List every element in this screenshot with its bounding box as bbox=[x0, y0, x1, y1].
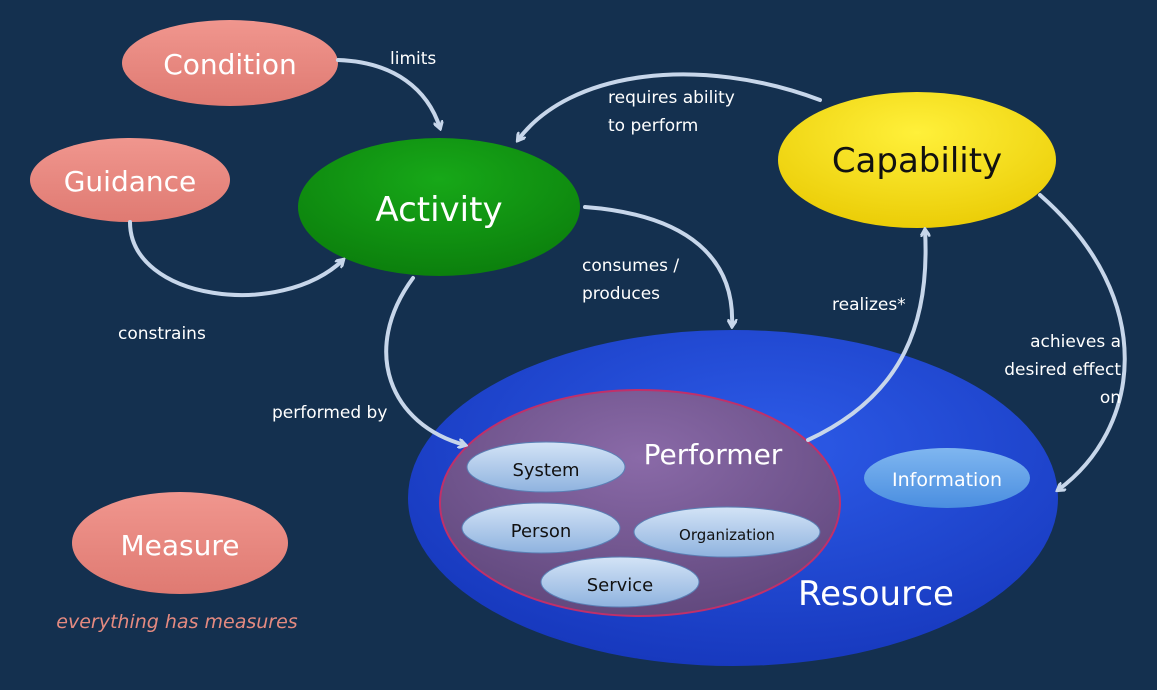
condition-node bbox=[122, 20, 338, 106]
guidance-node bbox=[30, 138, 230, 222]
achieves-label-line2: desired effect bbox=[1004, 360, 1121, 380]
requires-label-line2: to perform bbox=[608, 116, 698, 136]
organization-node bbox=[633, 506, 821, 558]
constrains-arrow bbox=[128, 220, 343, 297]
limits-arrow bbox=[336, 58, 440, 128]
limits-label: limits bbox=[390, 49, 436, 69]
realizes-label: realizes* bbox=[832, 295, 906, 315]
requires-label-line1: requires ability bbox=[608, 88, 735, 108]
consumes-produces-arrow bbox=[583, 205, 732, 326]
consumes-label-line1: consumes / bbox=[582, 256, 679, 276]
guidance-label: Guidance bbox=[64, 165, 197, 198]
measure-label: Measure bbox=[121, 529, 240, 562]
constrains-label: constrains bbox=[118, 324, 206, 344]
activity-node bbox=[298, 138, 580, 276]
requires-ability-arrow bbox=[518, 72, 822, 140]
service-label: Service bbox=[587, 575, 654, 596]
measure-node bbox=[72, 492, 288, 594]
condition-label: Condition bbox=[163, 48, 297, 81]
footnote-text: everything has measures bbox=[56, 611, 297, 633]
achieves-arrow bbox=[1038, 193, 1127, 490]
capability-label: Capability bbox=[832, 141, 1002, 181]
achieves-label-line3: on bbox=[1100, 388, 1121, 408]
realizes-arrow bbox=[806, 230, 926, 442]
person-node bbox=[461, 502, 621, 554]
performed-by-arrow bbox=[384, 276, 465, 445]
performer-label: Performer bbox=[644, 438, 783, 471]
information-label: Information bbox=[892, 469, 1002, 491]
service-node bbox=[540, 556, 700, 608]
information-node bbox=[864, 448, 1030, 508]
person-label: Person bbox=[511, 521, 572, 542]
activity-label: Activity bbox=[375, 190, 502, 230]
system-label: System bbox=[512, 460, 579, 481]
system-node bbox=[466, 441, 626, 493]
achieves-label-line1: achieves a bbox=[1030, 332, 1121, 352]
resource-label: Resource bbox=[798, 574, 954, 614]
capability-node bbox=[778, 92, 1056, 228]
consumes-label-line2: produces bbox=[582, 284, 660, 304]
organization-label: Organization bbox=[679, 526, 775, 544]
performed-by-label: performed by bbox=[272, 403, 387, 423]
